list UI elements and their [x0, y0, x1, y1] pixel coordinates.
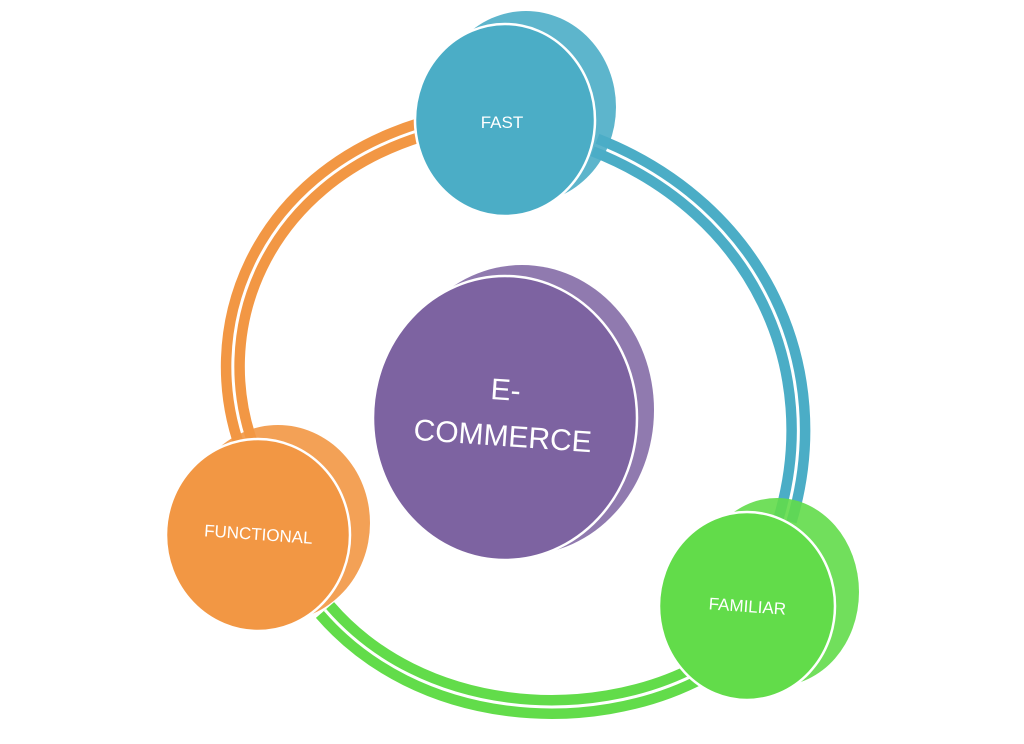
- node-fast-label: FAST: [481, 113, 524, 132]
- ring-arcs: [220, 118, 811, 719]
- node-familiar: FAMILIAR: [657, 498, 859, 702]
- arc-fast-to-familiar: [590, 133, 811, 524]
- node-functional: FUNCTIONAL: [164, 425, 370, 633]
- center-label-line1: E-: [490, 373, 522, 408]
- center-node: E- COMMERCE: [371, 265, 654, 562]
- arc-functional-to-fast: [220, 118, 424, 460]
- node-fast: FAST: [413, 11, 616, 218]
- arc-familiar-to-functional: [315, 602, 706, 719]
